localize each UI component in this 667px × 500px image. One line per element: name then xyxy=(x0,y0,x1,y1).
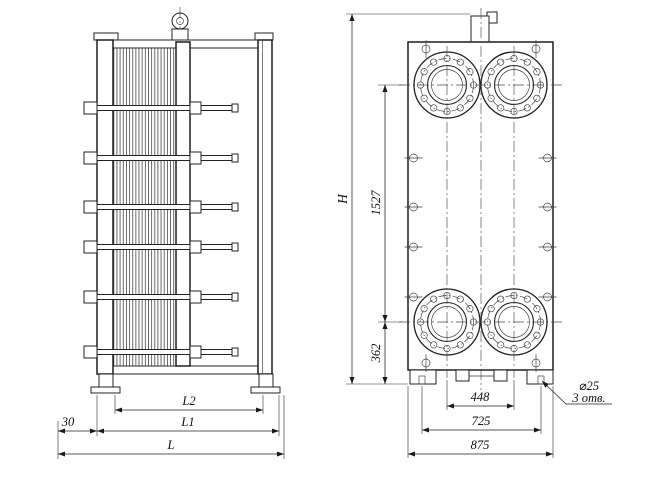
dimensions-front: H 1527 362 448 725 875 ⌀25 3 отв. xyxy=(335,13,612,458)
top-cap-right xyxy=(254,32,274,41)
dim-label-875: 875 xyxy=(471,438,490,452)
dim-label-hole-dia: ⌀25 xyxy=(579,379,599,393)
top-cap-left xyxy=(93,32,119,41)
foot-hole xyxy=(418,375,426,385)
dim-label-l: L xyxy=(167,438,175,452)
lifting-lug xyxy=(470,11,498,43)
dim-label-l1: L1 xyxy=(180,415,194,429)
dim-label-362: 362 xyxy=(369,344,383,364)
side-view: L2 L1 30 L xyxy=(57,7,285,459)
foot-hole xyxy=(537,375,545,385)
dim-label-l2: L2 xyxy=(181,394,195,408)
dim-label-hole-note: 3 отв. xyxy=(571,391,605,405)
front-view: H 1527 362 448 725 875 ⌀25 3 отв. xyxy=(335,8,612,458)
dim-label-1527: 1527 xyxy=(369,190,383,216)
dim-label-30: 30 xyxy=(61,415,75,429)
dimensions-side: L2 L1 30 L xyxy=(57,394,285,459)
feet-side xyxy=(90,373,281,394)
bottom-tab xyxy=(455,369,470,382)
dim-label-448: 448 xyxy=(471,390,491,404)
hole-callout: ⌀25 3 отв. xyxy=(541,379,612,405)
support-column xyxy=(257,39,273,375)
centerlines xyxy=(399,8,562,390)
guide-bar xyxy=(112,365,259,375)
feet-front xyxy=(409,369,554,385)
dim-label-725: 725 xyxy=(472,414,491,428)
bottom-tab xyxy=(493,369,508,382)
dim-label-h: H xyxy=(335,193,350,205)
